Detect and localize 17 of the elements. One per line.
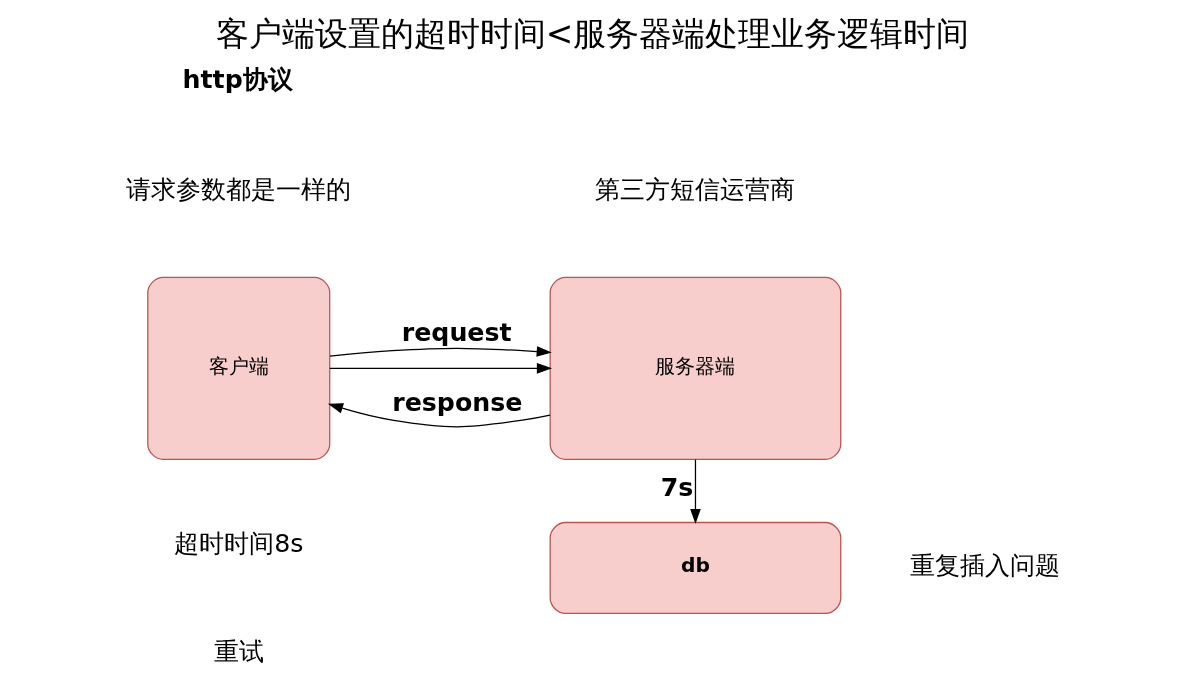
node-label: 第三方短信运营商: [594, 174, 795, 204]
arrow: [689, 458, 701, 525]
label: 超时时间8s: [173, 528, 303, 558]
edge-label: 7s: [660, 472, 693, 502]
label: 请求参数都是一样的: [125, 174, 351, 204]
node-box: 客户端: [146, 276, 330, 460]
node-box: 服务器端: [549, 276, 841, 460]
label: 重复插入问题: [909, 551, 1060, 581]
node-box: db: [549, 521, 841, 615]
arrow: [328, 346, 552, 357]
diagram-title: 客户端设置的超时时间<服务器端处理业务逻辑时间: [215, 14, 969, 53]
edge-label: request: [401, 317, 512, 347]
edge-label: response: [391, 388, 522, 418]
arrow: [327, 403, 551, 428]
label: 重试: [213, 637, 264, 667]
arrow: [328, 363, 552, 374]
label: http协议: [182, 64, 293, 94]
